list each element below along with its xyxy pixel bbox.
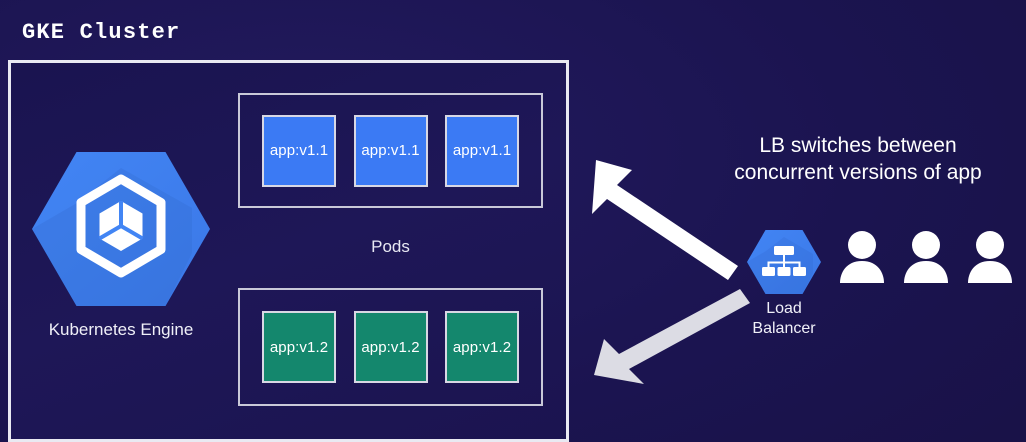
pod-v1-1-b: app:v1.1 [353,114,428,187]
load-balancer-label: Load Balancer [738,299,830,339]
pod-v1-2-c: app:v1.2 [445,311,519,383]
lb-caption: LB switches between concurrent versions … [690,132,1026,186]
user-icon [840,231,884,283]
pods-caption: Pods [371,237,410,256]
load-balancer-label-line-1: Load [766,300,802,317]
pod-v1-2-b: app:v1.2 [353,311,428,383]
kubernetes-engine-node: Kubernetes Engine [32,148,210,340]
pod-v1-2-a: app:v1.2 [262,311,336,383]
lb-caption-line-2: concurrent versions of app [734,161,982,184]
load-balancer-hierarchy-icon [747,228,821,296]
load-balancer-node: Load Balancer [738,228,830,339]
pod-group-v1-1: app:v1.1 app:v1.1 app:v1.1 [238,93,543,208]
user-icon [904,231,948,283]
page-title: GKE Cluster [22,20,181,45]
kubernetes-engine-label: Kubernetes Engine [48,320,194,339]
users-group [838,231,1014,285]
pod-group-v1-2: app:v1.2 app:v1.2 app:v1.2 [238,288,543,406]
lb-caption-line-1: LB switches between [759,134,957,157]
arrow-to-v1-2-pods [594,289,750,384]
user-icon [968,231,1012,283]
load-balancer-label-line-2: Balancer [752,320,816,337]
kubernetes-engine-hexagon-icon [32,148,210,310]
pod-v1-1-a: app:v1.1 [262,114,336,187]
pod-v1-1-c: app:v1.1 [445,114,519,187]
